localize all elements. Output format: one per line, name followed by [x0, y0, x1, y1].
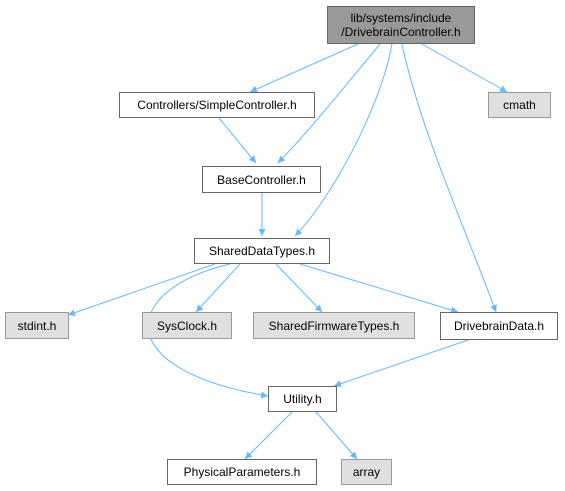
node-stdint[interactable]: stdint.h	[5, 312, 69, 339]
node-drivebrain-data-label: DrivebrainData.h	[453, 319, 545, 333]
node-stdint-label: stdint.h	[17, 318, 57, 333]
edge-root-to-shared-data-types	[294, 43, 393, 237]
node-shared-data-types[interactable]: SharedDataTypes.h	[194, 238, 330, 264]
node-shared-firmware-types-label: SharedFirmwareTypes.h	[268, 318, 400, 333]
node-array-label: array	[352, 465, 381, 479]
edge-shared-data-types-to-drivebrain-data	[299, 263, 459, 314]
node-sysclock[interactable]: SysClock.h	[142, 312, 232, 339]
node-physical-parameters-label: PhysicalParameters.h	[183, 465, 301, 479]
edge-drivebrain-data-to-utility	[333, 339, 469, 388]
edge-simple-controller-to-base-controller	[218, 117, 257, 164]
edge-utility-to-array	[315, 411, 358, 460]
node-drivebrain-controller[interactable]: lib/systems/include /DrivebrainControlle…	[327, 6, 475, 44]
node-simple-controller[interactable]: Controllers/SimpleController.h	[119, 92, 315, 118]
node-drivebrain-data[interactable]: DrivebrainData.h	[440, 312, 558, 340]
edge-root-to-drivebrain-data	[401, 43, 497, 313]
edge-shared-data-types-to-shared-firmware-types	[275, 263, 323, 313]
node-physical-parameters[interactable]: PhysicalParameters.h	[167, 459, 317, 485]
node-cmath-label: cmath	[503, 98, 536, 112]
node-base-controller[interactable]: BaseController.h	[202, 166, 321, 193]
edge-root-to-cmath	[421, 43, 508, 93]
node-shared-data-types-label: SharedDataTypes.h	[208, 244, 316, 258]
edge-utility-to-physical-parameters	[244, 411, 293, 460]
node-shared-firmware-types[interactable]: SharedFirmwareTypes.h	[253, 312, 415, 339]
node-utility[interactable]: Utility.h	[268, 386, 337, 412]
node-simple-controller-label: Controllers/SimpleController.h	[137, 98, 297, 112]
edge-shared-data-types-to-stdint	[67, 263, 216, 317]
node-utility-label: Utility.h	[283, 392, 322, 406]
edge-root-to-base-controller	[277, 43, 381, 164]
node-sysclock-label: SysClock.h	[156, 318, 218, 333]
edge-shared-data-types-to-sysclock	[195, 263, 241, 313]
node-drivebrain-controller-line2: /DrivebrainController.h	[341, 25, 461, 39]
node-base-controller-label: BaseController.h	[217, 172, 306, 187]
node-array[interactable]: array	[341, 459, 392, 485]
node-drivebrain-controller-line1: lib/systems/include	[350, 11, 452, 25]
node-cmath[interactable]: cmath	[488, 92, 551, 118]
edge-root-to-simple-controller	[249, 43, 359, 93]
